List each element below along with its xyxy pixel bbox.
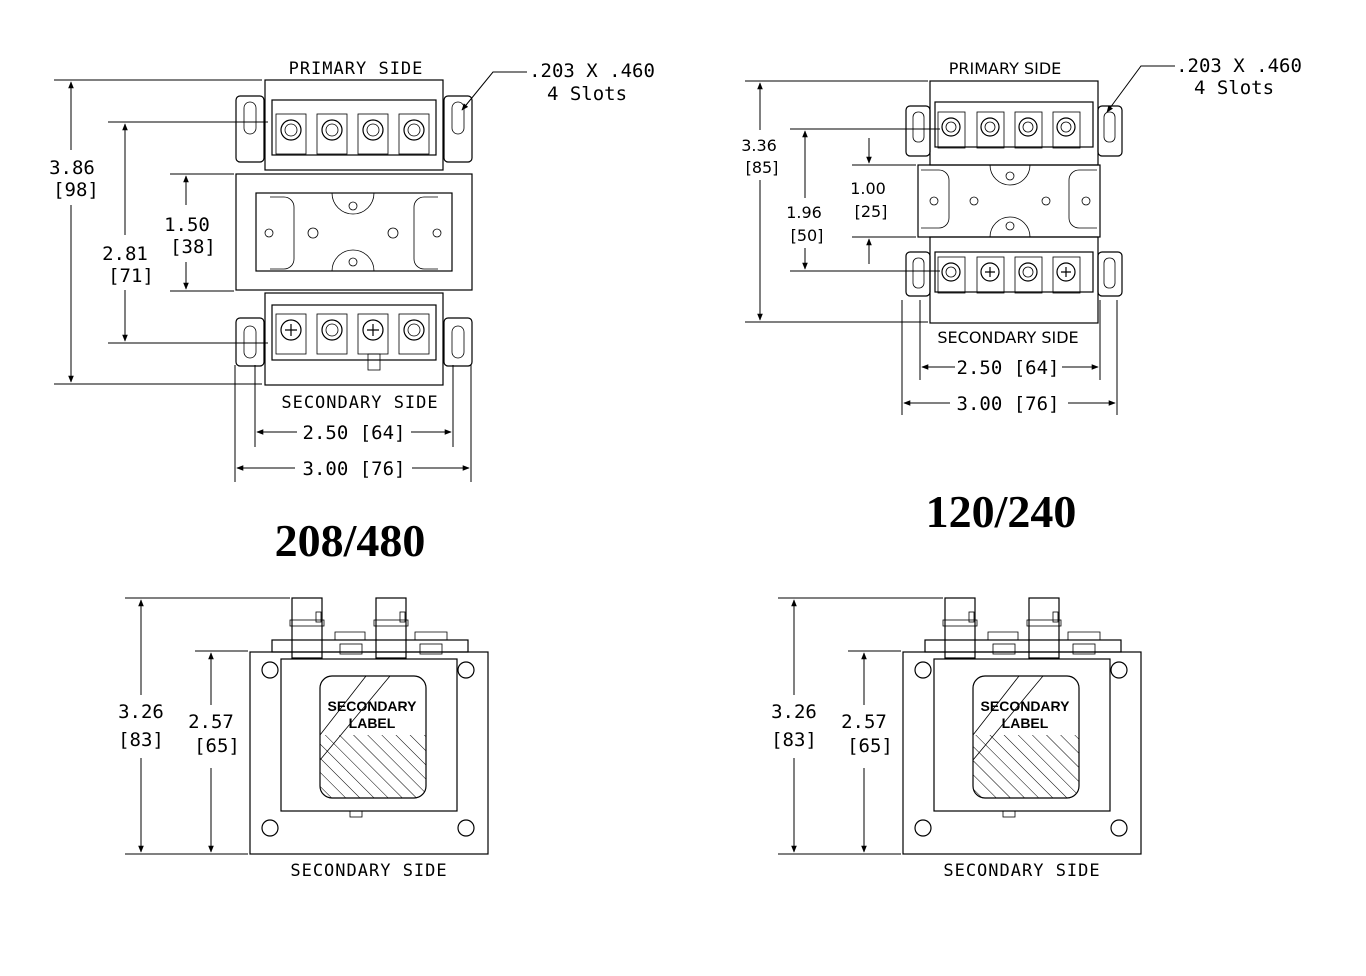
secondary-side-label: SECONDARY SIDE	[937, 328, 1078, 347]
height-body-value: 2.57	[188, 711, 234, 733]
secondary-side-label: SECONDARY SIDE	[290, 861, 447, 881]
secondary-side-label: SECONDARY SIDE	[943, 861, 1100, 881]
secondary-terminals	[937, 256, 1081, 294]
height-core-value: 1.00	[850, 179, 886, 198]
slot-count-label: 4 Slots	[1194, 77, 1274, 99]
height-mount-value: 2.81	[102, 243, 148, 265]
terminal-post	[944, 597, 976, 659]
mount-slot-icon	[912, 111, 925, 143]
terminal-post	[291, 597, 323, 659]
right-side-view: SECONDARY LABEL SECONDARY SIDE 3.26 [83]…	[771, 597, 1142, 881]
mount-slot-icon	[243, 325, 257, 359]
right-model-title: 120/240	[926, 486, 1077, 537]
height-total-value: 3.26	[118, 701, 164, 723]
slot-size-label: .203 X .460	[1176, 55, 1302, 77]
height-total-value: 3.26	[771, 701, 817, 723]
height-core-mm: [38]	[170, 236, 216, 258]
primary-terminals	[275, 113, 430, 155]
height-mount-mm: [71]	[108, 265, 154, 287]
slot-leader	[1106, 65, 1175, 113]
height-mount-mm: [50]	[791, 226, 824, 245]
primary-side-label: PRIMARY SIDE	[949, 59, 1062, 78]
secondary-label-line2: LABEL	[1002, 715, 1049, 731]
left-side-view: SECONDARY LABEL SECONDARY SIDE 3.26 [83]…	[118, 597, 489, 881]
height-mount-value: 1.96	[786, 203, 822, 222]
height-total-mm: [98]	[53, 179, 99, 201]
left-top-view: PRIMARY SIDE SECONDARY SIDE .203 X .460 …	[49, 59, 655, 482]
primary-terminals	[937, 111, 1081, 149]
mount-slot-icon	[451, 325, 465, 359]
height-core-mm: [25]	[855, 202, 888, 221]
height-body-mm: [65]	[194, 735, 240, 757]
terminal-post	[375, 597, 407, 659]
transformer-body	[902, 651, 1142, 855]
core-plate	[235, 173, 473, 291]
mount-slot-icon	[451, 101, 465, 135]
transformer-body	[249, 651, 489, 855]
height-total-mm: [83]	[771, 729, 817, 751]
secondary-label-line2: LABEL	[349, 715, 396, 731]
secondary-label-line1: SECONDARY	[328, 698, 418, 714]
mount-slot-icon	[1103, 111, 1116, 143]
right-top-view: PRIMARY SIDE SECONDARY SIDE .203 X .460 …	[741, 55, 1302, 415]
width-mount-label: 2.50 [64]	[957, 357, 1060, 379]
secondary-terminals	[275, 313, 430, 371]
width-total-label: 3.00 [76]	[957, 393, 1060, 415]
height-body-value: 2.57	[841, 711, 887, 733]
primary-side-label: PRIMARY SIDE	[289, 59, 424, 79]
terminal-post	[1028, 597, 1060, 659]
left-model-title: 208/480	[275, 515, 426, 566]
secondary-label-line1: SECONDARY	[981, 698, 1071, 714]
width-mount-label: 2.50 [64]	[303, 422, 406, 444]
height-total-mm: [83]	[118, 729, 164, 751]
secondary-terminal-block	[264, 292, 444, 386]
primary-terminal-block	[929, 80, 1099, 166]
mount-slot-icon	[1103, 257, 1116, 289]
height-body-mm: [65]	[847, 735, 893, 757]
primary-terminal-block	[264, 79, 444, 171]
slot-leader	[461, 71, 527, 111]
height-core-value: 1.50	[164, 214, 210, 236]
width-total-label: 3.00 [76]	[303, 458, 406, 480]
slot-size-label: .203 X .460	[529, 60, 655, 82]
mount-slot-icon	[912, 257, 925, 289]
height-total-mm: [85]	[746, 158, 779, 177]
height-total-value: 3.86	[49, 157, 95, 179]
height-total-value: 3.36	[741, 136, 777, 155]
slot-count-label: 4 Slots	[547, 83, 627, 105]
secondary-side-label: SECONDARY SIDE	[281, 393, 438, 413]
mount-slot-icon	[243, 101, 257, 135]
